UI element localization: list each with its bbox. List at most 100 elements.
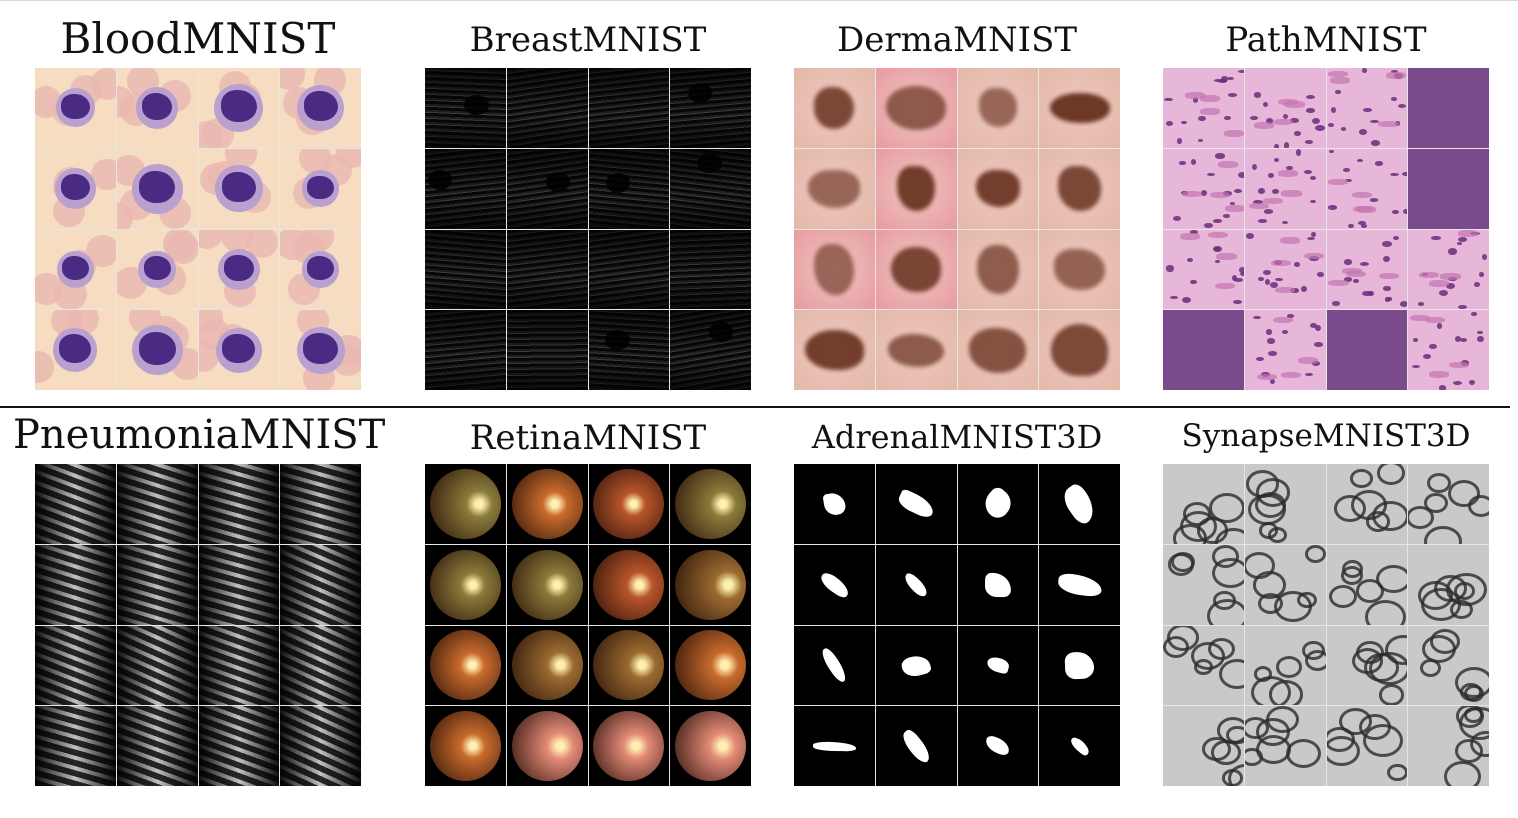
sample-thumbnail <box>875 706 957 786</box>
sample-thumbnail <box>875 148 957 229</box>
sample-thumbnail <box>425 544 506 625</box>
panel-title: DermaMNIST <box>836 20 1078 60</box>
sample-thumbnail <box>1408 625 1489 706</box>
sample-thumbnail <box>588 706 670 786</box>
image-grid-pathmnist <box>1163 68 1489 390</box>
top-rule <box>0 0 1518 1</box>
sample-thumbnail <box>588 148 670 229</box>
image-grid-adrenalmnist3d <box>794 464 1120 786</box>
sample-thumbnail <box>1408 310 1489 390</box>
sample-thumbnail <box>1244 68 1326 148</box>
sample-thumbnail <box>506 310 588 390</box>
sample-thumbnail <box>1039 68 1120 148</box>
sample-thumbnail <box>35 229 116 310</box>
panel-title: SynapseMNIST3D <box>1181 418 1471 454</box>
sample-thumbnail <box>1039 464 1120 544</box>
sample-thumbnail <box>1326 625 1408 706</box>
sample-thumbnail <box>1039 229 1120 310</box>
sample-thumbnail <box>875 464 957 544</box>
sample-thumbnail <box>1244 229 1326 310</box>
sample-thumbnail <box>588 310 670 390</box>
sample-thumbnail <box>670 544 751 625</box>
sample-thumbnail <box>1408 706 1489 786</box>
sample-thumbnail <box>116 544 198 625</box>
sample-thumbnail <box>198 464 280 544</box>
sample-thumbnail <box>35 625 116 706</box>
sample-thumbnail <box>425 148 506 229</box>
sample-thumbnail <box>280 706 361 786</box>
panel-title: PneumoniaMNIST <box>13 412 386 458</box>
sample-thumbnail <box>588 625 670 706</box>
sample-thumbnail <box>670 229 751 310</box>
sample-thumbnail <box>1163 625 1244 706</box>
sample-thumbnail <box>116 625 198 706</box>
sample-thumbnail <box>280 68 361 148</box>
sample-thumbnail <box>280 148 361 229</box>
panel-title: PathMNIST <box>1225 20 1427 60</box>
sample-thumbnail <box>670 148 751 229</box>
sample-thumbnail <box>1163 706 1244 786</box>
sample-thumbnail <box>875 68 957 148</box>
panel-title: BloodMNIST <box>60 14 336 63</box>
sample-thumbnail <box>35 68 116 148</box>
sample-thumbnail <box>1408 464 1489 544</box>
sample-thumbnail <box>506 625 588 706</box>
sample-thumbnail <box>957 229 1039 310</box>
sample-thumbnail <box>1244 148 1326 229</box>
sample-thumbnail <box>794 229 875 310</box>
sample-thumbnail <box>1039 148 1120 229</box>
sample-thumbnail <box>1244 544 1326 625</box>
sample-thumbnail <box>1163 544 1244 625</box>
sample-thumbnail <box>425 625 506 706</box>
image-grid-bloodmnist <box>35 68 361 390</box>
sample-thumbnail <box>794 706 875 786</box>
sample-thumbnail <box>198 68 280 148</box>
sample-thumbnail <box>506 464 588 544</box>
sample-thumbnail <box>506 148 588 229</box>
sample-thumbnail <box>1244 625 1326 706</box>
sample-thumbnail <box>1326 68 1408 148</box>
sample-thumbnail <box>957 544 1039 625</box>
sample-thumbnail <box>1039 310 1120 390</box>
sample-thumbnail <box>116 148 198 229</box>
sample-thumbnail <box>35 464 116 544</box>
sample-thumbnail <box>425 68 506 148</box>
sample-thumbnail <box>588 229 670 310</box>
sample-thumbnail <box>425 706 506 786</box>
sample-thumbnail <box>506 544 588 625</box>
sample-thumbnail <box>1244 464 1326 544</box>
sample-thumbnail <box>1039 625 1120 706</box>
sample-thumbnail <box>1326 706 1408 786</box>
sample-thumbnail <box>588 544 670 625</box>
sample-thumbnail <box>957 148 1039 229</box>
sample-thumbnail <box>1326 544 1408 625</box>
sample-thumbnail <box>506 229 588 310</box>
panel-title: BreastMNIST <box>469 20 707 60</box>
panel-title: AdrenalMNIST3D <box>811 418 1103 456</box>
sample-thumbnail <box>1408 229 1489 310</box>
sample-thumbnail <box>425 310 506 390</box>
sample-thumbnail <box>670 464 751 544</box>
sample-thumbnail <box>957 625 1039 706</box>
sample-thumbnail <box>198 544 280 625</box>
sample-thumbnail <box>1326 310 1408 390</box>
sample-thumbnail <box>794 544 875 625</box>
sample-thumbnail <box>35 706 116 786</box>
sample-thumbnail <box>198 148 280 229</box>
sample-thumbnail <box>588 464 670 544</box>
sample-thumbnail <box>794 68 875 148</box>
sample-thumbnail <box>1408 148 1489 229</box>
sample-thumbnail <box>1408 544 1489 625</box>
sample-thumbnail <box>116 706 198 786</box>
image-grid-synapsemnist3d <box>1163 464 1489 786</box>
sample-thumbnail <box>957 464 1039 544</box>
sample-thumbnail <box>506 706 588 786</box>
sample-thumbnail <box>1163 464 1244 544</box>
sample-thumbnail <box>506 68 588 148</box>
sample-thumbnail <box>116 229 198 310</box>
sample-thumbnail <box>198 229 280 310</box>
sample-thumbnail <box>794 625 875 706</box>
sample-thumbnail <box>198 625 280 706</box>
sample-thumbnail <box>670 68 751 148</box>
sample-thumbnail <box>957 310 1039 390</box>
